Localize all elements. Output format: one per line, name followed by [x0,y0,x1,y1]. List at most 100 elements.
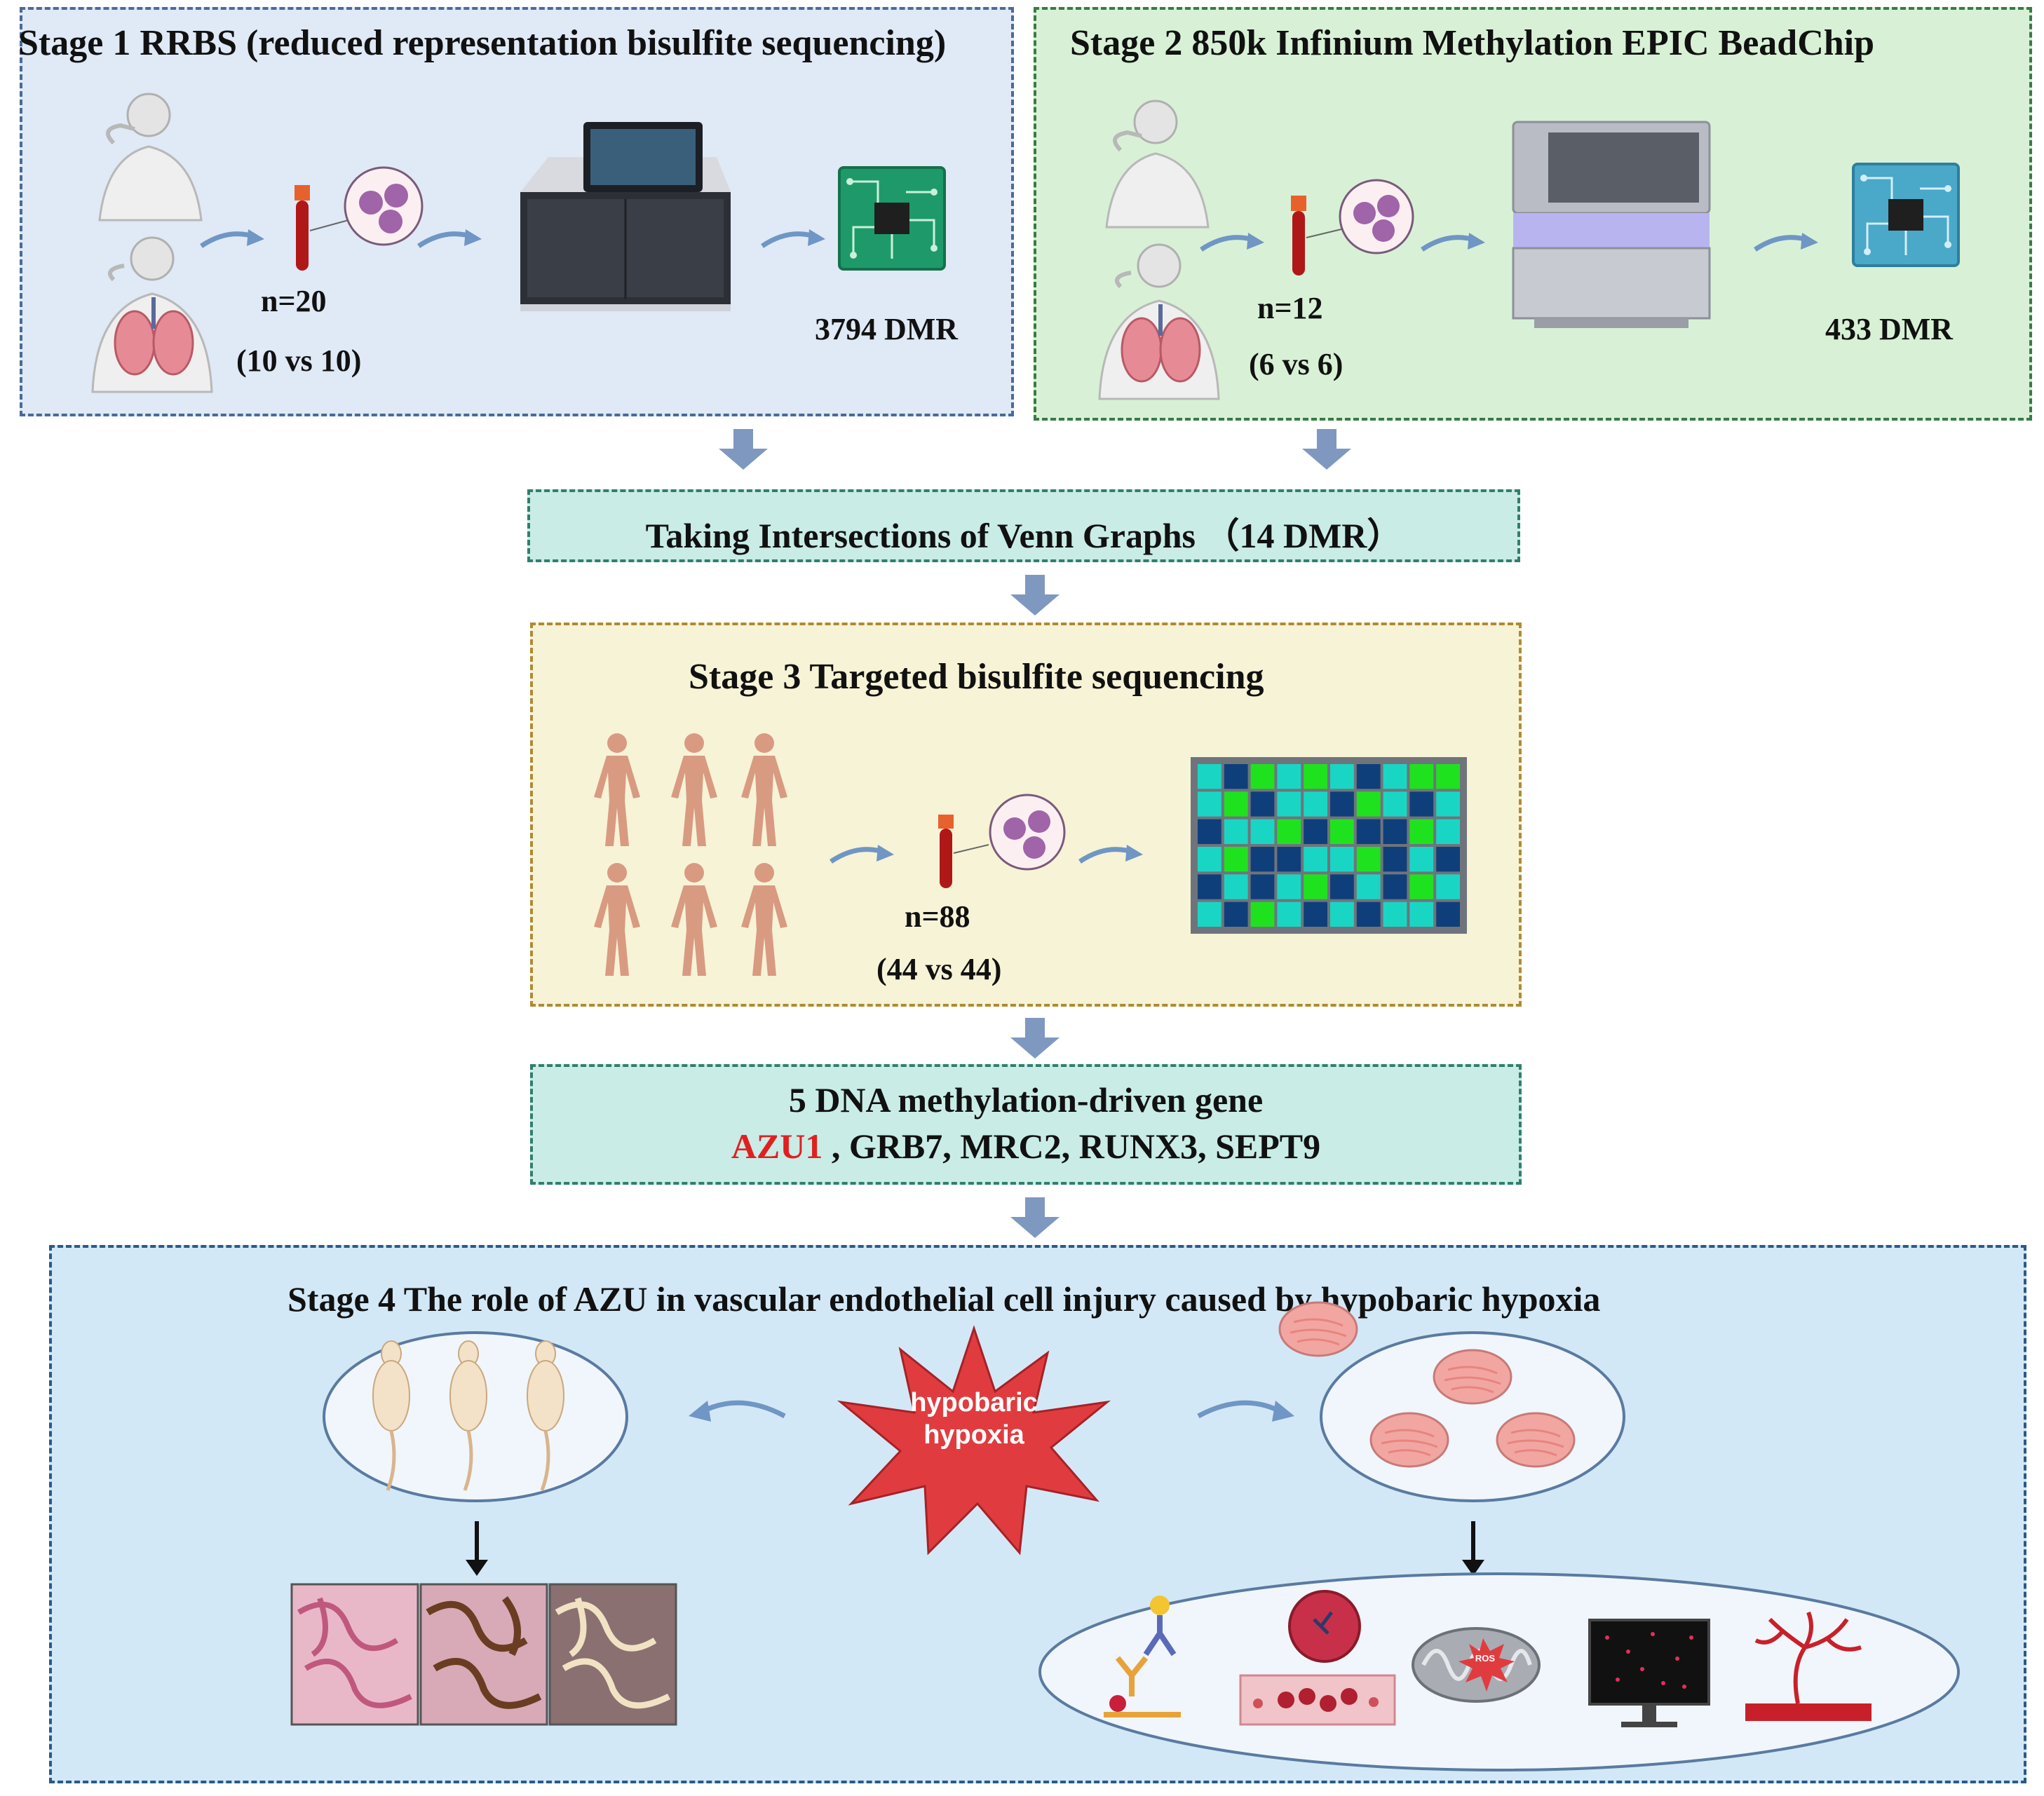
grid-cell [1409,847,1434,872]
grid-cell [1409,819,1434,844]
grid-cell [1224,902,1248,927]
grid-cell [1250,791,1275,817]
stage2-groups: (6 vs 6) [1249,347,1344,381]
grid-cell [1250,874,1275,899]
grid-cell [1383,819,1407,844]
microchip-blue-icon [1852,163,1960,267]
methylation-heatmap-grid [1191,757,1467,934]
grid-cell [1330,847,1354,872]
coughing-person-icon [98,93,203,222]
grid-cell [1277,847,1301,872]
grid-cell [1356,902,1381,927]
flow-arrow-icon [1078,845,1143,864]
flow-arrow-icon [830,845,894,864]
down-arrow-icon [1010,1018,1060,1059]
histology-image-2-icon [419,1583,548,1726]
stage3-panel: Stage 3 Targeted bisulfite sequencing n=… [530,623,1522,1007]
gene-highlight-azu1: AZU1 [731,1127,823,1166]
stage2-panel: Stage 2 850k Infinium Methylation EPIC B… [1034,7,2032,421]
gene-list-rest: , GRB7, MRC2, RUNX3, SEPT9 [823,1127,1321,1166]
grid-cell [1409,791,1434,817]
grid-cell [1436,819,1460,844]
grid-cell [1383,874,1407,899]
grid-cell [1277,874,1301,899]
flow-arrow-icon [200,229,264,248]
grid-cell [1198,874,1221,899]
grid-cell [1277,764,1301,789]
venn-intersection-box: Taking Intersections of Venn Graphs （14 … [527,489,1520,562]
grid-cell [1224,847,1248,872]
stage2-title: Stage 2 850k Infinium Methylation EPIC B… [1070,23,1875,63]
grid-cell [1250,847,1275,872]
rats-group-icon [323,1331,628,1502]
stage1-dmr-count: 3794 DMR [815,312,959,346]
hypobaric-hypoxia-burst-icon [837,1325,1111,1556]
grid-cell [1277,819,1301,844]
stage3-sample-count: n=88 [905,899,970,934]
grid-cell [1277,791,1301,817]
stage1-sample-count: n=20 [261,284,327,318]
histology-image-3-icon [548,1583,677,1726]
grid-cell [1330,791,1354,817]
flow-arrow-icon [1421,233,1485,252]
ros-label: ROS [1475,1653,1496,1664]
cell-culture-dishes-icon [1278,1301,1625,1502]
hypoxia-label: hypoxia [923,1420,1024,1450]
microchip-green-icon [838,166,946,271]
genes-heading: 5 DNA methylation-driven gene [788,1080,1264,1120]
blood-cells-icon [1306,179,1414,254]
angiogenesis-icon [1745,1611,1872,1721]
flow-arrow-icon [417,229,482,248]
grid-cell [1250,764,1275,789]
blood-tube-icon [295,185,310,271]
stage2-dmr-count: 433 DMR [1825,312,1954,346]
blood-vessel-icon [1239,1590,1396,1726]
grid-cell [1330,819,1354,844]
down-arrow-icon [466,1521,488,1576]
down-arrow-icon [1302,429,1351,470]
down-arrow-icon [1462,1521,1484,1576]
venn-intersection-text: Taking Intersections of Venn Graphs （14 … [645,516,1402,555]
beadchip-scanner-icon [1512,121,1711,328]
grid-cell [1224,874,1248,899]
grid-cell [1304,902,1327,927]
genes-box: 5 DNA methylation-driven gene AZU1 , GRB… [530,1064,1522,1185]
grid-cell [1383,791,1407,817]
grid-cell [1198,847,1221,872]
grid-cell [1356,819,1381,844]
down-arrow-icon [1010,575,1060,615]
grid-cell [1224,819,1248,844]
human-figures-icon [594,733,787,976]
stage1-panel: Stage 1 RRBS (reduced representation bis… [18,7,1014,416]
grid-cell [1409,874,1434,899]
stage1-title: Stage 1 RRBS (reduced representation bis… [18,23,947,63]
histology-image-1-icon [290,1583,419,1726]
stage1-groups: (10 vs 10) [236,343,362,378]
patient-lungs-icon [1098,243,1220,400]
grid-cell [1409,902,1434,927]
stage3-title: Stage 3 Targeted bisulfite sequencing [689,657,1264,697]
coughing-person-icon [1105,100,1210,229]
blood-tube-icon [1291,196,1306,275]
grid-cell [1409,764,1434,789]
grid-cell [1224,791,1248,817]
methylation-grid-cells [1198,764,1460,927]
grid-cell [1330,764,1354,789]
sequencer-machine-icon [520,122,731,311]
grid-cell [1304,819,1327,844]
grid-cell [1330,874,1354,899]
grid-cell [1304,847,1327,872]
grid-cell [1356,791,1381,817]
stage4-panel: Stage 4 The role of AZU in vascular endo… [49,1245,2026,1783]
monitor-fluorescence-icon [1588,1619,1710,1727]
stage2-sample-count: n=12 [1257,291,1323,325]
grid-cell [1304,764,1327,789]
flow-arrow-icon [1200,233,1264,252]
grid-cell [1250,902,1275,927]
grid-cell [1436,764,1460,789]
grid-cell [1436,791,1460,817]
grid-cell [1304,874,1327,899]
genes-list: AZU1 , GRB7, MRC2, RUNX3, SEPT9 [533,1126,1519,1166]
antibody-icon [1104,1596,1181,1717]
grid-cell [1198,902,1221,927]
